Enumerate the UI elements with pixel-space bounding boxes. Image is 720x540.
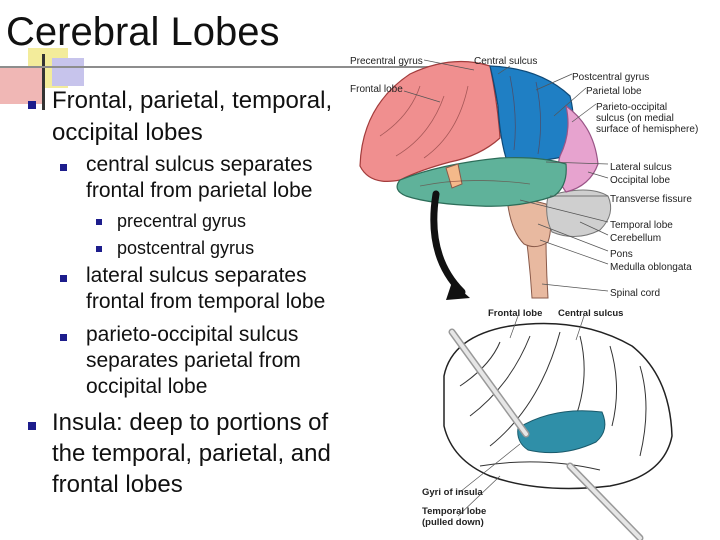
bullet-text: separates parietal from <box>86 349 301 372</box>
label-lateral-sulcus: Lateral sulcus <box>610 162 672 173</box>
label-cerebellum: Cerebellum <box>610 233 661 244</box>
retractor-bottom <box>566 462 644 540</box>
label-parieto-occipital: surface of hemisphere) <box>596 124 698 135</box>
spinal-cord <box>525 235 549 299</box>
label-occipital-lobe: Occipital lobe <box>610 175 670 186</box>
page-title: Cerebral Lobes <box>6 10 280 54</box>
label-temporal-lobe-top: Temporal lobe <box>610 220 673 231</box>
title-decoration <box>0 0 120 110</box>
bullet-marker <box>96 246 102 252</box>
gyri-lines <box>379 75 541 187</box>
bullet-marker <box>96 219 102 225</box>
retractor-top <box>448 328 530 438</box>
leader-lines-bottom <box>457 315 585 517</box>
label-postcentral-gyrus: Postcentral gyrus <box>572 72 649 83</box>
label-spinal-cord: Spinal cord <box>610 288 660 299</box>
parietal-lobe-region <box>489 65 574 162</box>
bullet-marker <box>60 164 67 171</box>
bullet-text: Frontal, parietal, temporal, <box>52 87 333 114</box>
label-parieto-occipital: sulcus (on medial <box>596 113 674 124</box>
bullet-marker <box>28 422 36 430</box>
cerebellum-region <box>546 189 612 237</box>
bullet-text: precentral gyrus <box>117 211 247 231</box>
bullet-text: postcentral gyrus <box>117 238 255 258</box>
label-parietal-lobe: Parietal lobe <box>586 86 642 97</box>
gyri-lines-bottom <box>459 331 647 471</box>
bullet-text: frontal lobes <box>52 471 183 498</box>
occipital-lobe-region <box>557 104 599 193</box>
bullet-marker <box>60 275 67 282</box>
bullet-list: Frontal, parietal, temporal, occipital l… <box>28 87 333 498</box>
bullet-text: occipital lobes <box>52 119 203 146</box>
brain-lateral-view <box>359 60 612 300</box>
label-precentral-gyrus: Precentral gyrus <box>350 56 423 67</box>
label-pons: Pons <box>610 249 633 260</box>
bullet-text: parieto-occipital sulcus <box>86 323 299 346</box>
label-parieto-occipital: Parieto-occipital <box>596 102 667 113</box>
bullet-text: Insula: deep to portions of <box>52 409 329 436</box>
brain-figure: Precentral gyrus Central sulcus Postcent… <box>350 56 698 540</box>
insula-region <box>517 410 606 454</box>
label-medulla: Medulla oblongata <box>610 262 692 273</box>
title-rule <box>0 66 438 68</box>
figure-labels: Precentral gyrus Central sulcus Postcent… <box>350 56 698 528</box>
label-temporal-lobe-bottom: Temporal lobe <box>422 506 486 517</box>
bullet-text: central sulcus separates <box>86 153 313 176</box>
bullet-text: frontal from temporal lobe <box>86 290 326 313</box>
brain-outline-bottom <box>443 322 673 490</box>
label-gyri-of-insula: Gyri of insula <box>422 487 483 498</box>
bullet-text: lateral sulcus separates <box>86 264 307 287</box>
bullet-text: frontal from parietal lobe <box>86 179 313 202</box>
curved-arrow <box>430 190 466 296</box>
bullet-text: the temporal, parietal, and <box>52 440 331 467</box>
label-central-sulcus: Central sulcus <box>474 56 537 67</box>
brainstem <box>507 200 552 248</box>
bullet-text: occipital lobe <box>86 375 208 398</box>
bullet-marker <box>60 334 67 341</box>
brain-insula-view <box>443 315 673 540</box>
label-frontal-lobe-bottom: Frontal lobe <box>488 308 542 319</box>
label-transverse-fissure: Transverse fissure <box>610 194 692 205</box>
label-frontal-lobe-top: Frontal lobe <box>350 84 403 95</box>
leader-lines-top <box>403 59 609 292</box>
label-central-sulcus-bottom: Central sulcus <box>558 308 623 319</box>
label-temporal-lobe-bottom: (pulled down) <box>422 517 484 528</box>
bullet-marker <box>28 101 36 109</box>
